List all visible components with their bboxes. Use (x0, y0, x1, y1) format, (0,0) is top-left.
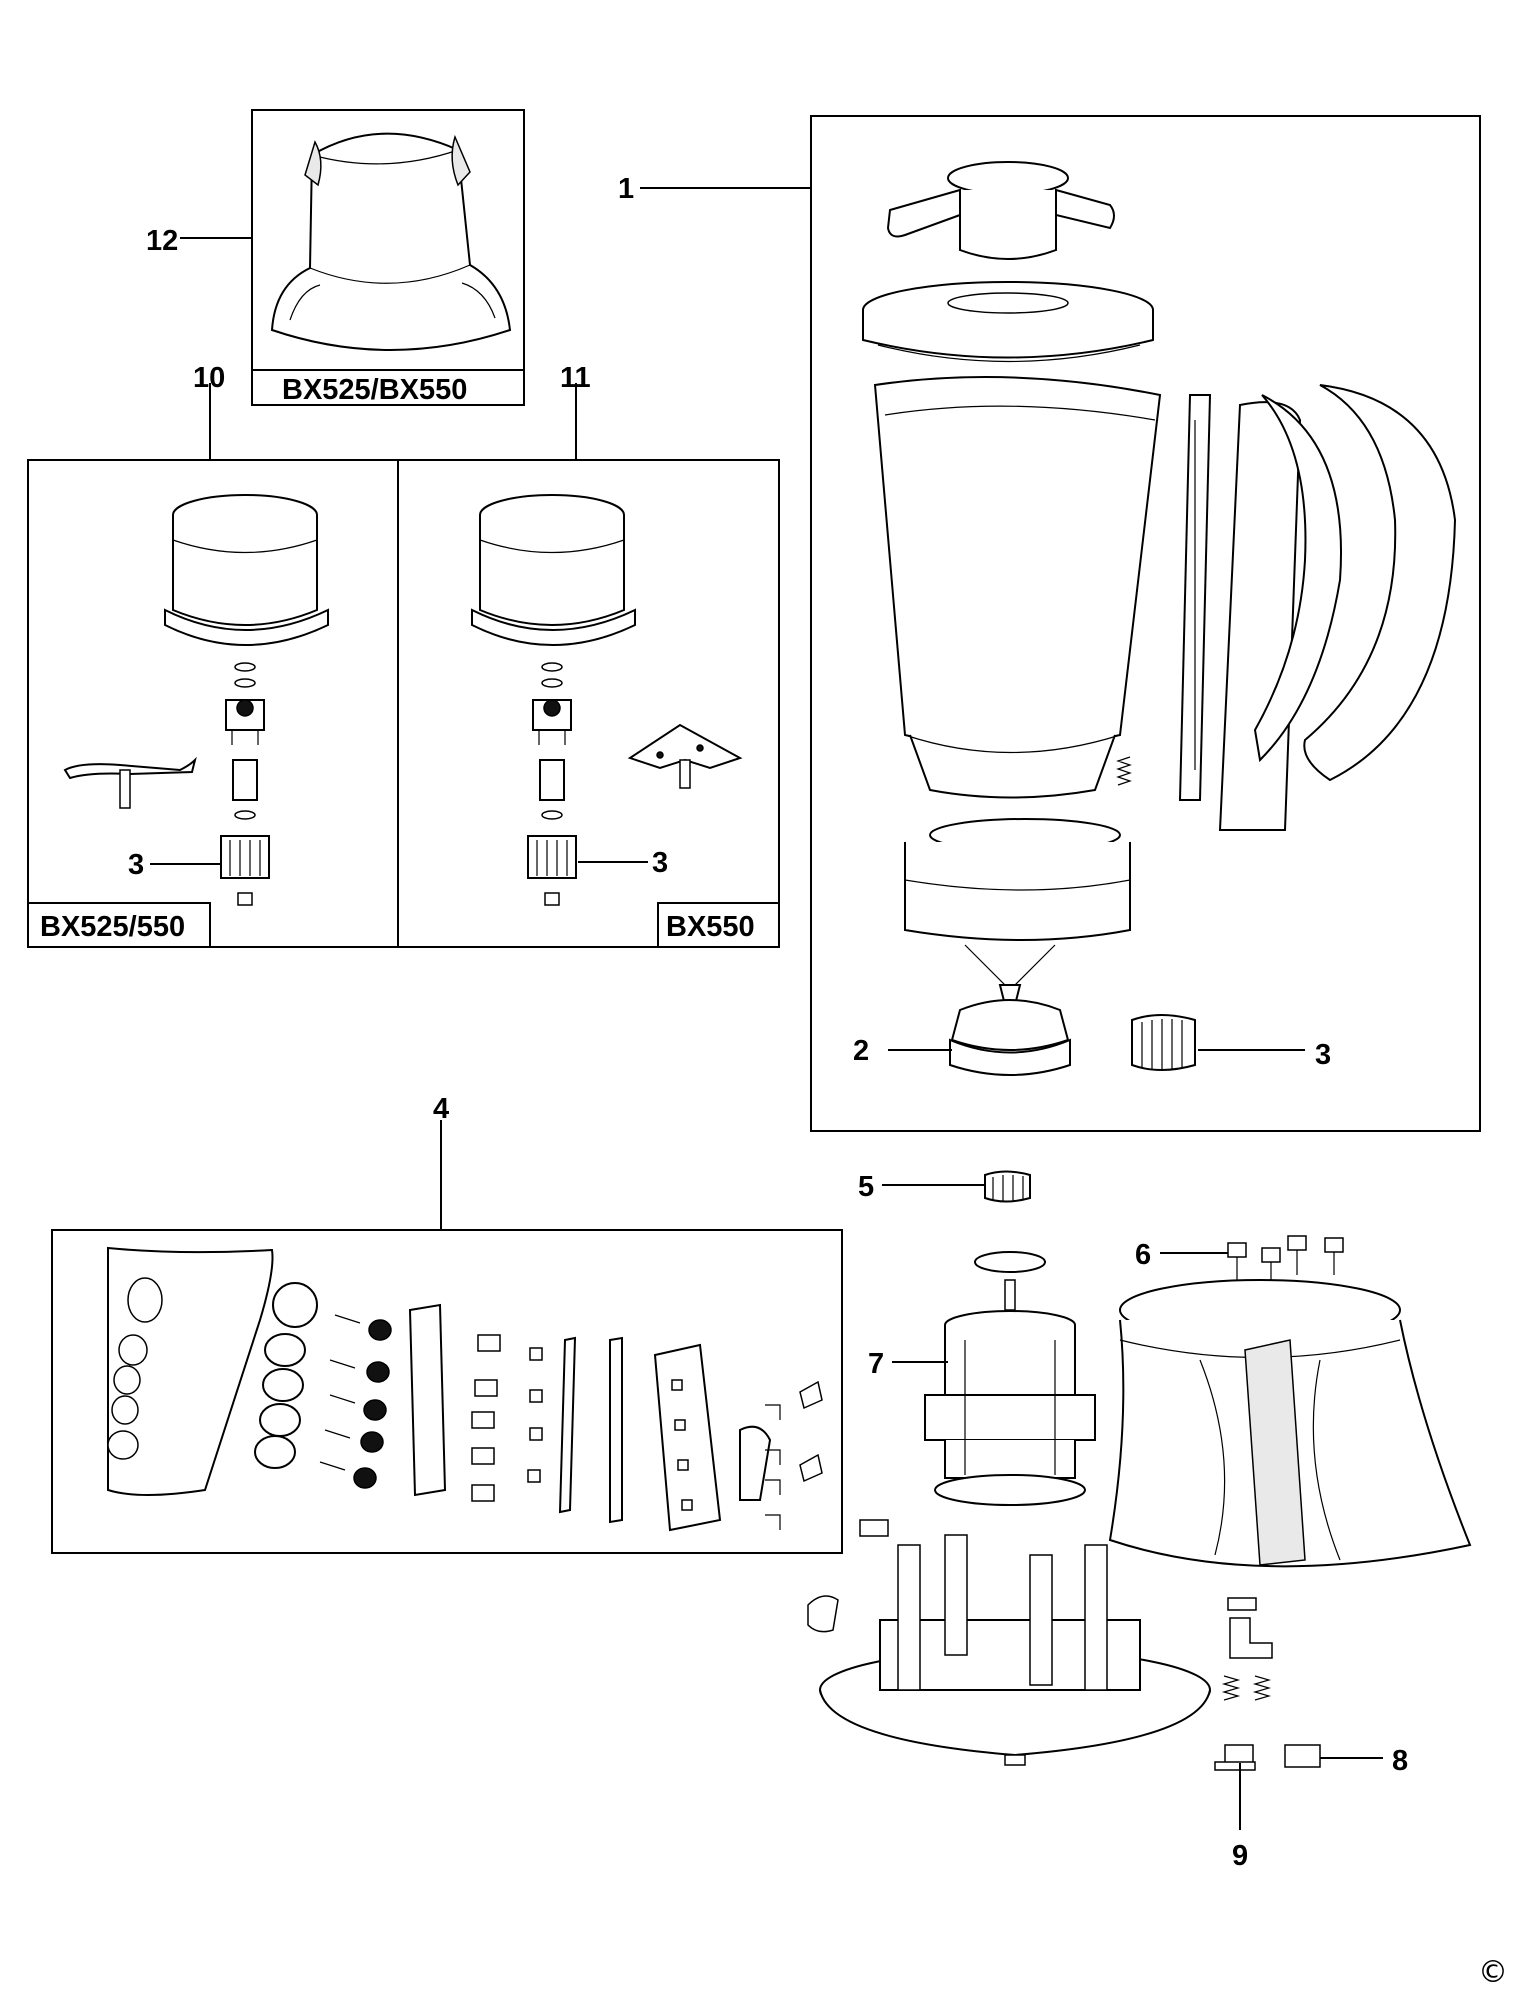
part-5-coupling (984, 1170, 1031, 1203)
part-6-screws (1227, 1235, 1344, 1285)
part-4-control-panel (107, 1246, 823, 1532)
frame-box-11 (397, 459, 780, 948)
leader-lines (150, 187, 1383, 1830)
callout-3c: 3 (1315, 1039, 1331, 1071)
motor-housing (1108, 1279, 1472, 1568)
callout-7: 7 (868, 1348, 884, 1380)
part-12-chopper-bowl (270, 132, 512, 351)
frame-box-4 (51, 1229, 843, 1554)
part-10-assembly (63, 494, 329, 906)
part-7-motor (924, 1251, 1096, 1506)
part-1-jug-assembly (862, 161, 1457, 1076)
callout-2: 2 (853, 1035, 869, 1067)
copyright-mark: © (1478, 1955, 1508, 1990)
callout-3a: 3 (128, 849, 144, 881)
model-label-box12: BX525/BX550 (282, 374, 467, 406)
callout-1: 1 (618, 173, 634, 205)
frame-box-1 (810, 115, 1481, 1132)
model-labels: BX525/BX550 BX525/550 BX550 (40, 374, 755, 943)
callout-8: 8 (1392, 1745, 1408, 1777)
model-label-box11: BX550 (666, 911, 755, 943)
callout-11: 11 (560, 362, 591, 394)
motor-base (807, 1519, 1211, 1766)
callout-3b: 3 (652, 847, 668, 879)
callout-12: 12 (146, 225, 178, 257)
model-label-box10: BX525/550 (40, 911, 185, 943)
callout-4: 4 (433, 1093, 449, 1125)
callout-5: 5 (858, 1171, 874, 1203)
frame-box-12 (251, 109, 525, 406)
part-8-9-switches (1214, 1597, 1321, 1771)
callout-10: 10 (193, 362, 225, 394)
part-11-assembly (471, 494, 743, 906)
callout-9: 9 (1232, 1840, 1248, 1872)
callouts: 12 10 11 1 3 3 2 3 4 5 6 7 8 9 (128, 173, 1408, 1872)
callout-6: 6 (1135, 1239, 1151, 1271)
